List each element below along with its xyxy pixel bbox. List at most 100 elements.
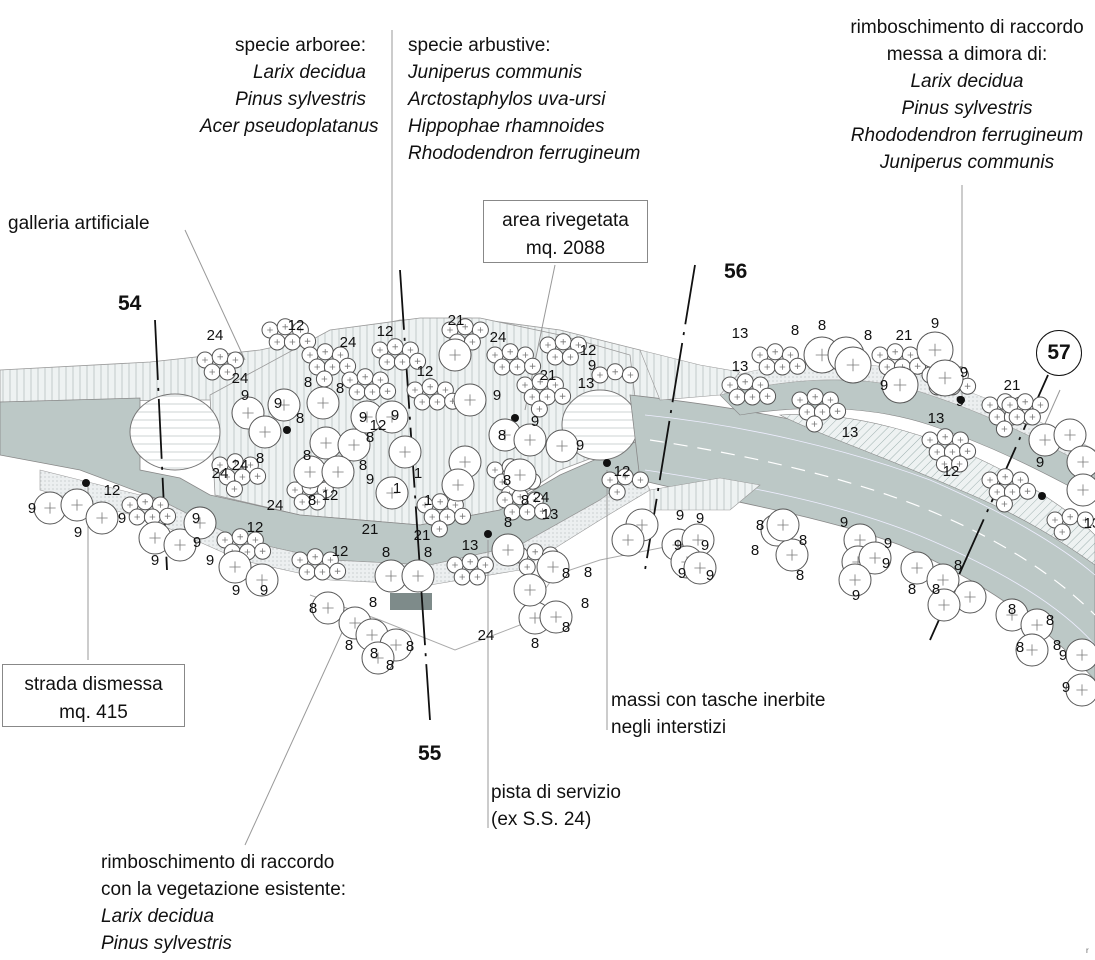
tree-symbol bbox=[513, 423, 547, 457]
plant-code-label: 9 bbox=[701, 537, 709, 554]
tree-symbol bbox=[611, 523, 645, 557]
shrub-symbol bbox=[413, 393, 431, 411]
plant-code-label: 9 bbox=[678, 565, 686, 582]
plant-code-label: 8 bbox=[818, 317, 826, 334]
tree-symbol bbox=[375, 400, 409, 434]
service-track-label: pista di servizio (ex S.S. 24) bbox=[491, 779, 621, 833]
plant-code-label: 8 bbox=[799, 532, 807, 549]
plant-code-label: 9 bbox=[706, 567, 714, 584]
tree-symbol bbox=[881, 366, 919, 404]
shrub-symbol bbox=[936, 428, 954, 446]
plant-code-label: 9 bbox=[852, 587, 860, 604]
revegetated-area-title: area rivegetata bbox=[502, 210, 629, 231]
plant-code-label: 9 bbox=[493, 387, 501, 404]
plant-code-label: 21 bbox=[540, 367, 557, 384]
plant-code-label: 13 bbox=[842, 424, 859, 441]
shrub-symbol bbox=[386, 338, 404, 356]
shrub-symbol bbox=[561, 348, 579, 366]
shrub-symbol bbox=[829, 402, 847, 420]
plant-code-label: 9 bbox=[366, 471, 374, 488]
plant-code-label: 24 bbox=[232, 370, 249, 387]
plant-code-label: 8 bbox=[584, 564, 592, 581]
tunnel-portal-left bbox=[129, 393, 221, 471]
plant-code-label: 24 bbox=[267, 497, 284, 514]
plant-code-label: 8 bbox=[256, 450, 264, 467]
shrub-symbol bbox=[453, 568, 471, 586]
plant-code-label: 9 bbox=[206, 552, 214, 569]
shrub-symbol bbox=[493, 358, 511, 376]
plant-code-label: 9 bbox=[882, 555, 890, 572]
plant-code-label: 13 bbox=[578, 375, 595, 392]
plant-code-label: 8 bbox=[1016, 639, 1024, 656]
shrub-symbol bbox=[431, 493, 449, 511]
plant-code-label: 9 bbox=[241, 387, 249, 404]
plant-code-label: 21 bbox=[414, 527, 431, 544]
reforestation-right-line-0: rimboschimento di raccordo bbox=[850, 17, 1084, 38]
tree-symbol bbox=[953, 580, 987, 614]
plant-code-label: 9 bbox=[74, 524, 82, 541]
shrub-symbol bbox=[554, 333, 572, 351]
shrub-symbol bbox=[471, 321, 489, 339]
plant-code-label: 8 bbox=[366, 429, 374, 446]
shrub-symbol bbox=[524, 357, 542, 375]
boulders-line-1: negli interstizi bbox=[611, 717, 727, 738]
shrub-symbol bbox=[428, 393, 446, 411]
shrub-symbol bbox=[813, 403, 831, 421]
shrub-symbol bbox=[766, 343, 784, 361]
shrub-symbol bbox=[378, 353, 396, 371]
tree-symbol bbox=[401, 559, 435, 593]
plant-code-label: 12 bbox=[417, 363, 434, 380]
plant-code-label: 9 bbox=[880, 377, 888, 394]
plant-code-label: 9 bbox=[193, 534, 201, 551]
plant-code-label: 8 bbox=[504, 514, 512, 531]
tree-symbol bbox=[361, 641, 395, 675]
plant-code-label: 8 bbox=[531, 635, 539, 652]
plant-code-label: 8 bbox=[386, 657, 394, 674]
shrub-symbol bbox=[254, 542, 272, 560]
plant-code-label: 13 bbox=[1084, 515, 1095, 532]
shrub-symbol bbox=[959, 442, 977, 460]
shrub-symbol bbox=[1019, 482, 1037, 500]
tree-symbol bbox=[441, 468, 475, 502]
plant-code-label: 9 bbox=[391, 407, 399, 424]
shrub-symbol bbox=[329, 562, 347, 580]
tree-symbol bbox=[311, 591, 345, 625]
plant-code-label: 21 bbox=[1004, 377, 1021, 394]
plant-code-label: 8 bbox=[864, 327, 872, 344]
shrub-symbol bbox=[1053, 523, 1071, 541]
tree-species-1: Pinus sylvestris bbox=[235, 89, 366, 110]
tree-symbol bbox=[309, 426, 343, 460]
shrub-symbol bbox=[430, 520, 448, 538]
tree-symbol bbox=[1053, 418, 1087, 452]
reforestation-bottom-label: rimboschimento di raccordo con la vegeta… bbox=[101, 849, 346, 957]
shrub-symbol bbox=[393, 353, 411, 371]
plant-code-label: 13 bbox=[542, 506, 559, 523]
shrub-symbol bbox=[608, 483, 626, 501]
plant-code-label: 8 bbox=[756, 517, 764, 534]
tree-symbol bbox=[1065, 638, 1095, 672]
shrub-symbol bbox=[758, 358, 776, 376]
plant-code-label: 9 bbox=[274, 395, 282, 412]
shrub-symbol bbox=[569, 336, 587, 354]
shrub-symbol bbox=[128, 508, 146, 526]
plant-code-label: 1 bbox=[393, 480, 401, 497]
plant-code-label: 8 bbox=[308, 492, 316, 509]
service-block bbox=[390, 593, 432, 610]
shrub-symbol bbox=[356, 368, 374, 386]
plant-code-label: 12 bbox=[370, 417, 387, 434]
reforestation-right-species-3: Juniperus communis bbox=[879, 152, 1055, 173]
plant-code-label: 8 bbox=[498, 427, 506, 444]
tree-symbols bbox=[33, 318, 1095, 707]
shrub-symbol bbox=[995, 420, 1013, 438]
disused-road-title: strada dismessa bbox=[24, 674, 163, 695]
reforestation-right-species-1: Pinus sylvestris bbox=[901, 98, 1033, 119]
plant-code-label: 8 bbox=[932, 581, 940, 598]
plant-code-label: 21 bbox=[896, 327, 913, 344]
shrub-symbol bbox=[631, 471, 649, 489]
shrub-symbol bbox=[743, 388, 761, 406]
plant-code-label: 9 bbox=[232, 582, 240, 599]
plant-code-label: 9 bbox=[531, 413, 539, 430]
shrub-symbol bbox=[530, 400, 548, 418]
tree-symbol bbox=[513, 573, 547, 607]
